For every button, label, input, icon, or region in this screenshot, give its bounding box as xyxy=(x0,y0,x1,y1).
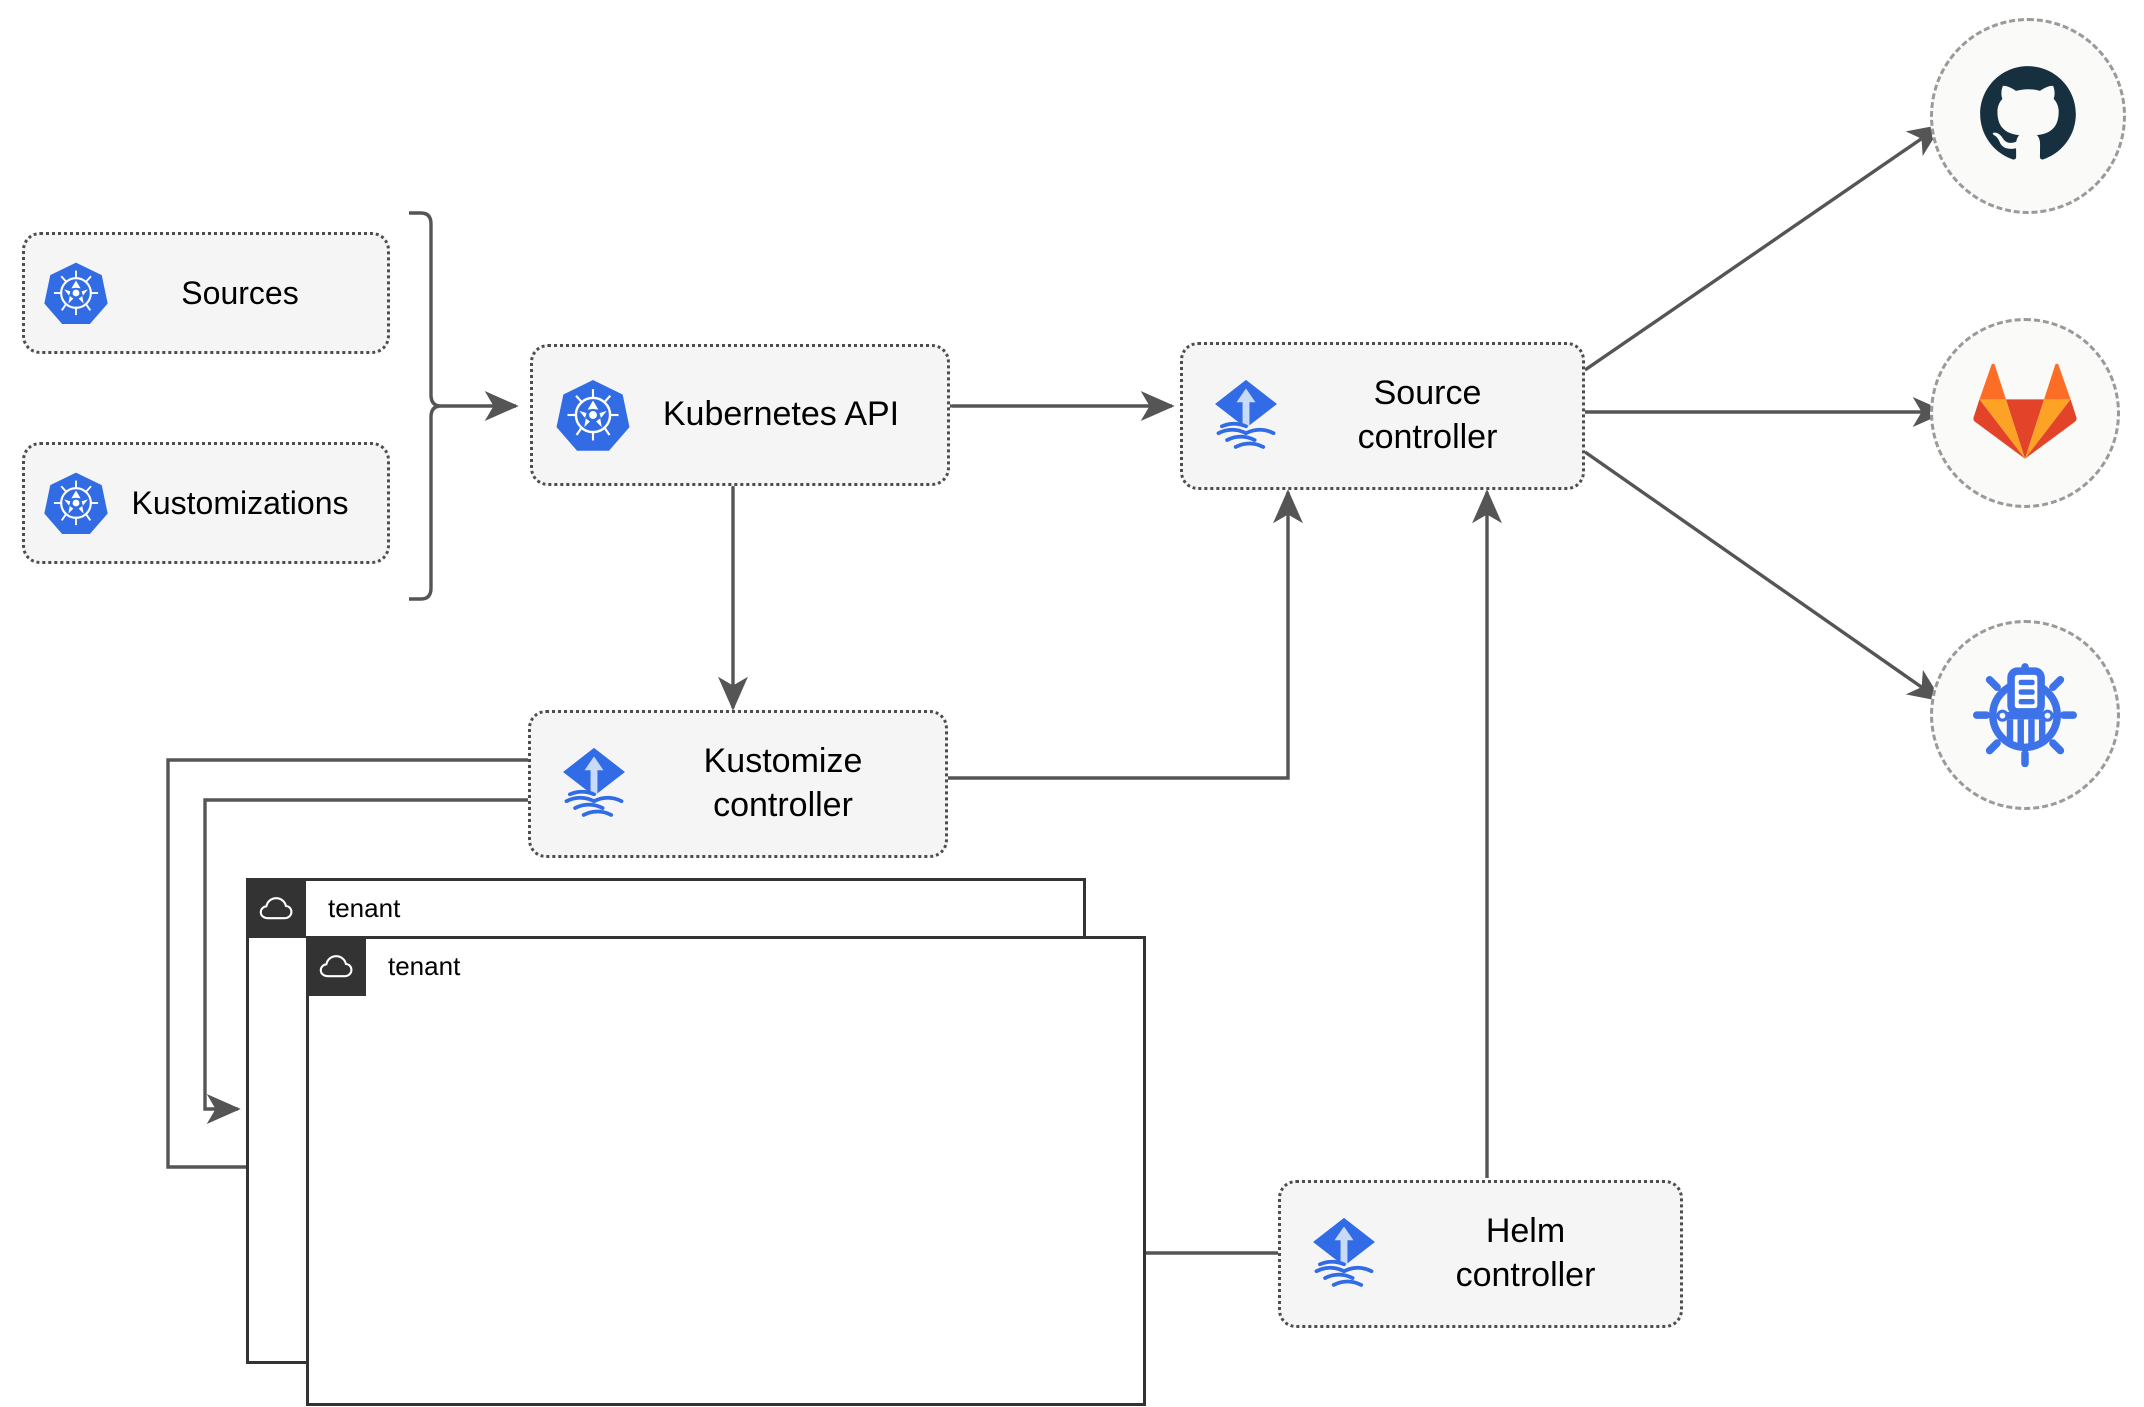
inputs-bracket xyxy=(409,211,442,601)
kubernetes-icon xyxy=(555,377,631,453)
edge-source-github xyxy=(1584,124,1943,372)
tenant-inner-label: tenant xyxy=(388,950,461,981)
kubernetes-icon xyxy=(43,260,109,326)
node-source-controller-label: Source controller xyxy=(1357,374,1498,456)
tenant-inner-header: tenant xyxy=(306,936,460,996)
edge-kustomize-source xyxy=(948,489,1303,780)
provider-gitlab[interactable] xyxy=(1930,318,2120,508)
node-kustomizations-label: Kustomizations xyxy=(131,484,349,521)
tenant-inner-container: tenant xyxy=(306,936,1146,1406)
kubernetes-icon xyxy=(43,470,109,536)
node-kustomize-controller[interactable]: Kustomize controller xyxy=(528,710,948,858)
flux-icon xyxy=(551,741,637,827)
node-kustomize-controller-label: Kustomize controller xyxy=(703,742,863,824)
node-kubernetes-api[interactable]: Kubernetes API xyxy=(530,344,950,486)
node-kubernetes-api-label: Kubernetes API xyxy=(662,395,900,434)
provider-github[interactable] xyxy=(1930,18,2126,214)
flux-icon xyxy=(1203,373,1289,459)
tenant-outer-label: tenant xyxy=(328,892,401,923)
tenant-outer-header: tenant xyxy=(246,878,400,938)
node-kustomizations[interactable]: Kustomizations xyxy=(22,442,390,564)
node-sources[interactable]: Sources xyxy=(22,232,390,354)
cloud-icon xyxy=(306,936,366,996)
gitlab-icon xyxy=(1972,361,2078,466)
node-helm-controller[interactable]: Helm controller xyxy=(1278,1180,1683,1328)
node-helm-controller-label: Helm controller xyxy=(1455,1212,1596,1294)
helm-repository-icon xyxy=(1966,654,2084,777)
provider-helm-repository[interactable] xyxy=(1930,620,2120,810)
node-sources-label: Sources xyxy=(181,274,299,311)
cloud-icon xyxy=(246,878,306,938)
flux-icon xyxy=(1301,1211,1387,1297)
node-source-controller[interactable]: Source controller xyxy=(1180,342,1585,490)
github-icon xyxy=(1976,62,2080,171)
edge-source-helmrepo xyxy=(1584,450,1943,702)
